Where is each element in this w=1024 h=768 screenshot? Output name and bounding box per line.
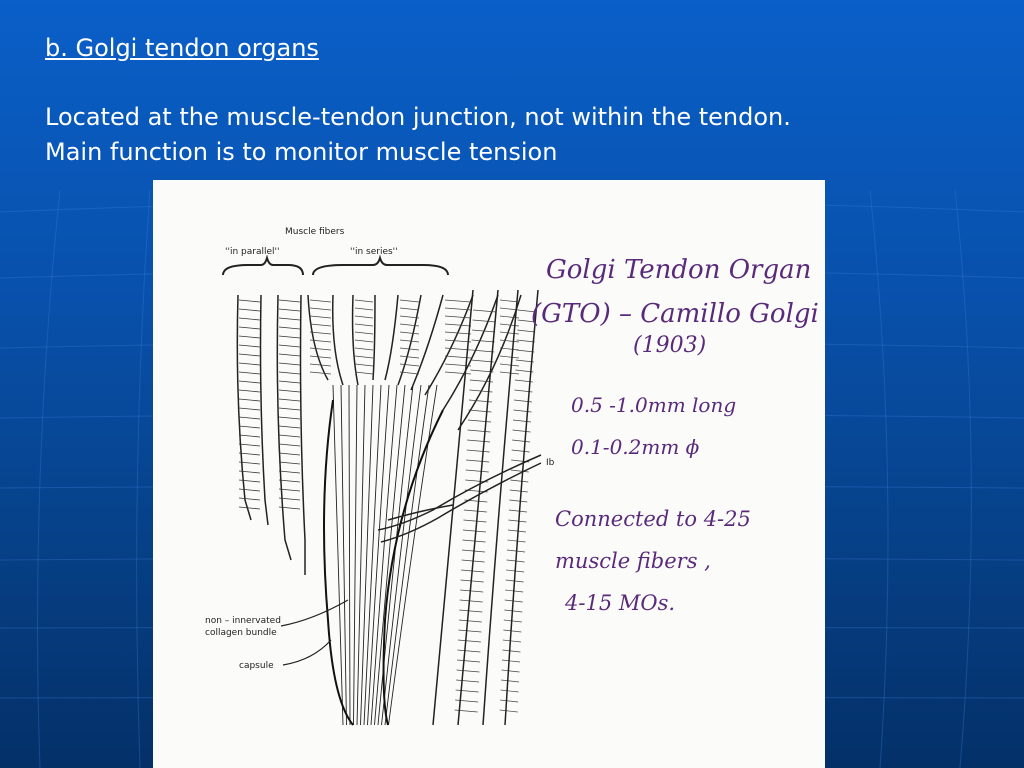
ib-nerve (378, 455, 541, 542)
series-brace (313, 258, 448, 275)
right-fibers (433, 290, 538, 725)
note-gto-camillo: (GTO) – Camillo Golgi (531, 299, 819, 329)
body-line-function: Main function is to monitor muscle tensi… (45, 138, 557, 166)
note-length: 0.5 -1.0mm long (571, 393, 736, 417)
note-gto-title: Golgi Tendon Organ (546, 255, 811, 285)
label-non-innervated-2: collagen bundle (205, 628, 277, 638)
note-year: (1903) (633, 333, 706, 358)
note-diameter: 0.1-0.2mm ϕ (571, 435, 700, 459)
label-ib: Ib (546, 458, 555, 468)
tendon-bundle (333, 385, 437, 725)
gto-diagram-image: Muscle fibers ''in parallel'' ''in serie… (153, 180, 825, 768)
non-innervated-leader (281, 600, 348, 626)
label-muscle-fibers: Muscle fibers (285, 227, 345, 237)
parallel-striations (239, 300, 300, 509)
label-capsule: capsule (239, 661, 274, 671)
note-muscle-fibers: muscle fibers , (555, 549, 711, 573)
note-connected: Connected to 4-25 (555, 507, 751, 531)
parallel-brace (223, 258, 303, 275)
series-fibers (308, 295, 521, 430)
note-motor-units: 4-15 MOs. (564, 591, 675, 615)
gto-illustration: Muscle fibers ''in parallel'' ''in serie… (153, 180, 825, 768)
body-line-location: Located at the muscle-tendon junction, n… (45, 103, 791, 131)
label-in-parallel: ''in parallel'' (225, 247, 279, 257)
series-striations (310, 300, 536, 712)
label-in-series: ''in series'' (350, 247, 398, 257)
capsule-leader (283, 640, 331, 665)
slide-title: b. Golgi tendon organs (45, 34, 319, 62)
label-non-innervated-1: non – innervated (205, 616, 281, 626)
